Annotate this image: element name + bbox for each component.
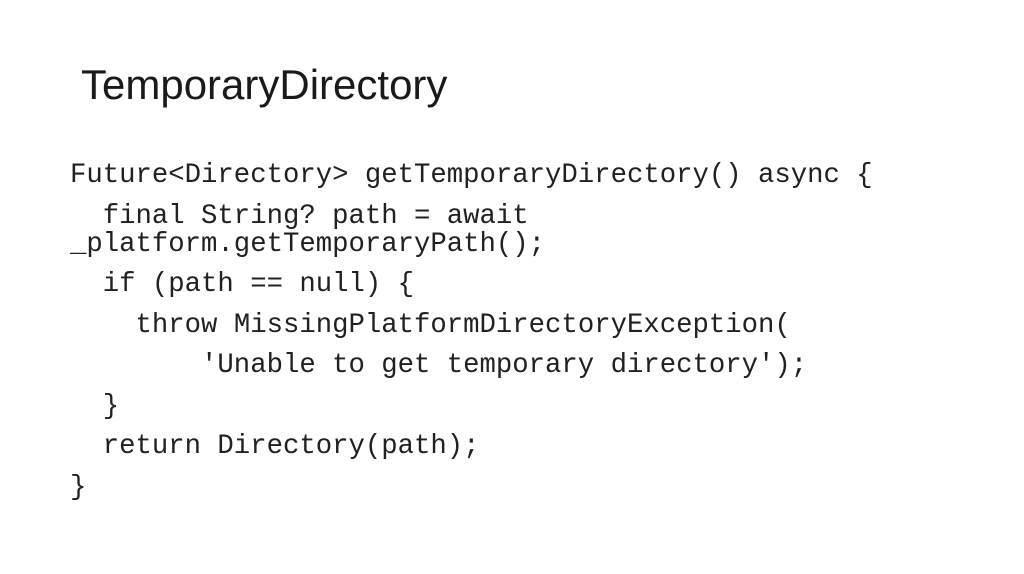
code-line-close-function-brace: } xyxy=(70,471,87,503)
code-block: Future<Directory> getTemporaryDirectory(… xyxy=(70,162,942,514)
code-line-close-if-brace: } xyxy=(70,390,120,422)
code-line-exception-message: 'Unable to get temporary directory'); xyxy=(70,350,808,381)
code-line-return-directory: return Directory(path); xyxy=(70,431,480,462)
code-line-final-path-await: final String? path = await _platform.get… xyxy=(70,200,546,260)
code-line-throw-exception: throw MissingPlatformDirectoryException( xyxy=(70,309,791,341)
code-line-if-path-null: if (path == null) { xyxy=(70,269,415,300)
slide-title: TemporaryDirectory xyxy=(81,61,448,108)
code-line-function-signature: Future<Directory> getTemporaryDirectory(… xyxy=(70,160,873,191)
